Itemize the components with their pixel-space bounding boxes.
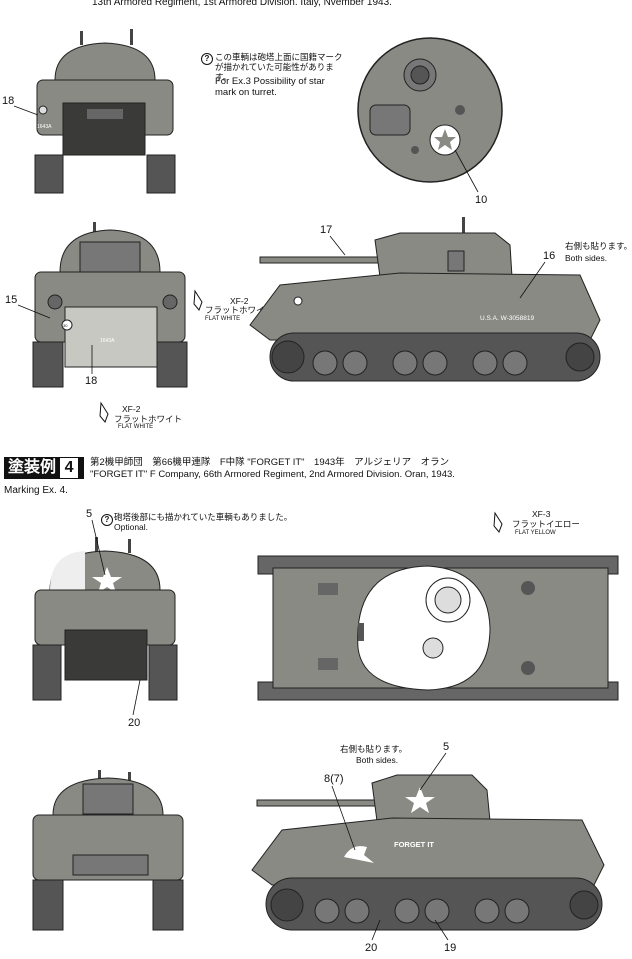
tank-top-view-ex4 [257,555,619,701]
callout-20-rear: 20 [128,717,141,729]
callout-5-side: 5 [443,741,450,753]
callout-5-rear: 5 [86,508,93,520]
cat-emblem [344,846,374,863]
callout-8-7: 8(7) [324,773,344,785]
callout-16: 16 [543,250,556,262]
both-sides-en-ex3: Both sides. [565,253,608,263]
paint-side-en: FLAT WHITE [205,316,241,322]
marking-label: Marking Ex. 4. [4,485,68,496]
badge-number: 4 [60,458,79,478]
turret-star-note-jp: この車輌は砲塔上面に国籍マークが描かれていた可能性があります。 [215,52,343,82]
paint-yellow-jp: フラットイエロー [512,519,580,529]
both-sides-jp-ex3: 右側も貼ります。 [565,241,632,251]
paint-rear-en: FLAT WHITE [118,424,154,430]
paint-side-code: XF-2 [230,296,249,306]
tank-rear-view-ex4 [32,537,178,701]
tank-name-mark: FORGET IT [394,840,434,849]
badge-label: 塗装例 [8,459,57,476]
optional-icon: ? [101,514,113,526]
tank-rear-view-ex3: 30 1643A [32,222,188,388]
header-line: 13th Armored Regiment, 1st Armored Divis… [92,0,392,8]
front-number-mark: 1643A [37,124,52,130]
rear-small-mark: 30 [63,323,68,328]
callout-18-front: 18 [2,95,15,107]
paint-side-jp: フラットホワイト [205,305,274,315]
turret-rear-star [92,567,122,593]
both-sides-jp-ex4: 右側も貼ります。 [340,744,408,754]
tank-front-view-ex4 [32,770,184,931]
possibility-icon: ? [201,53,213,65]
paint-yellow-en: FLAT YELLOW [515,530,556,536]
turret-top-view-ex3 [357,37,503,183]
section4-title-en: "FORGET IT" F Company, 66th Armored Regi… [90,469,455,480]
callout-10: 10 [475,194,488,206]
optional-note-en: Optional. [114,522,149,532]
tank-front-view-ex3: 1643A [34,29,176,194]
callout-15: 15 [5,294,18,306]
paint-yellow-code: XF-3 [532,509,551,519]
callout-20-side: 20 [365,942,378,954]
tank-side-view-ex3: U.S.A. W-3058819 [249,217,601,382]
hull-serial: U.S.A. W-3058819 [480,315,534,322]
callout-18-rear: 18 [85,375,98,387]
paint-rear-jp: フラットホワイト [114,414,183,424]
paint-brush-icon [193,289,203,311]
paint-brush-icon [99,401,109,423]
rear-number-mark: 1643A [100,338,115,344]
callout-19: 19 [444,942,457,954]
turret-star-mark [434,129,456,150]
turret-side-star [405,787,435,813]
turret-star-note-en: For Ex.3 Possibility of star mark on tur… [215,76,325,98]
tank-side-view-ex4: FORGET IT [251,774,605,931]
paint-brush-icon [493,511,503,533]
callout-17: 17 [320,224,333,236]
optional-note-jp: 砲塔後部にも描かれていた車輌もありました。 [114,512,293,522]
section4-title-jp: 第2機甲師団 第66機甲連隊 F中隊 "FORGET IT" 1943年 アルジ… [90,457,450,468]
both-sides-en-ex4: Both sides. [356,755,399,765]
paint-rear-code: XF-2 [122,404,141,414]
